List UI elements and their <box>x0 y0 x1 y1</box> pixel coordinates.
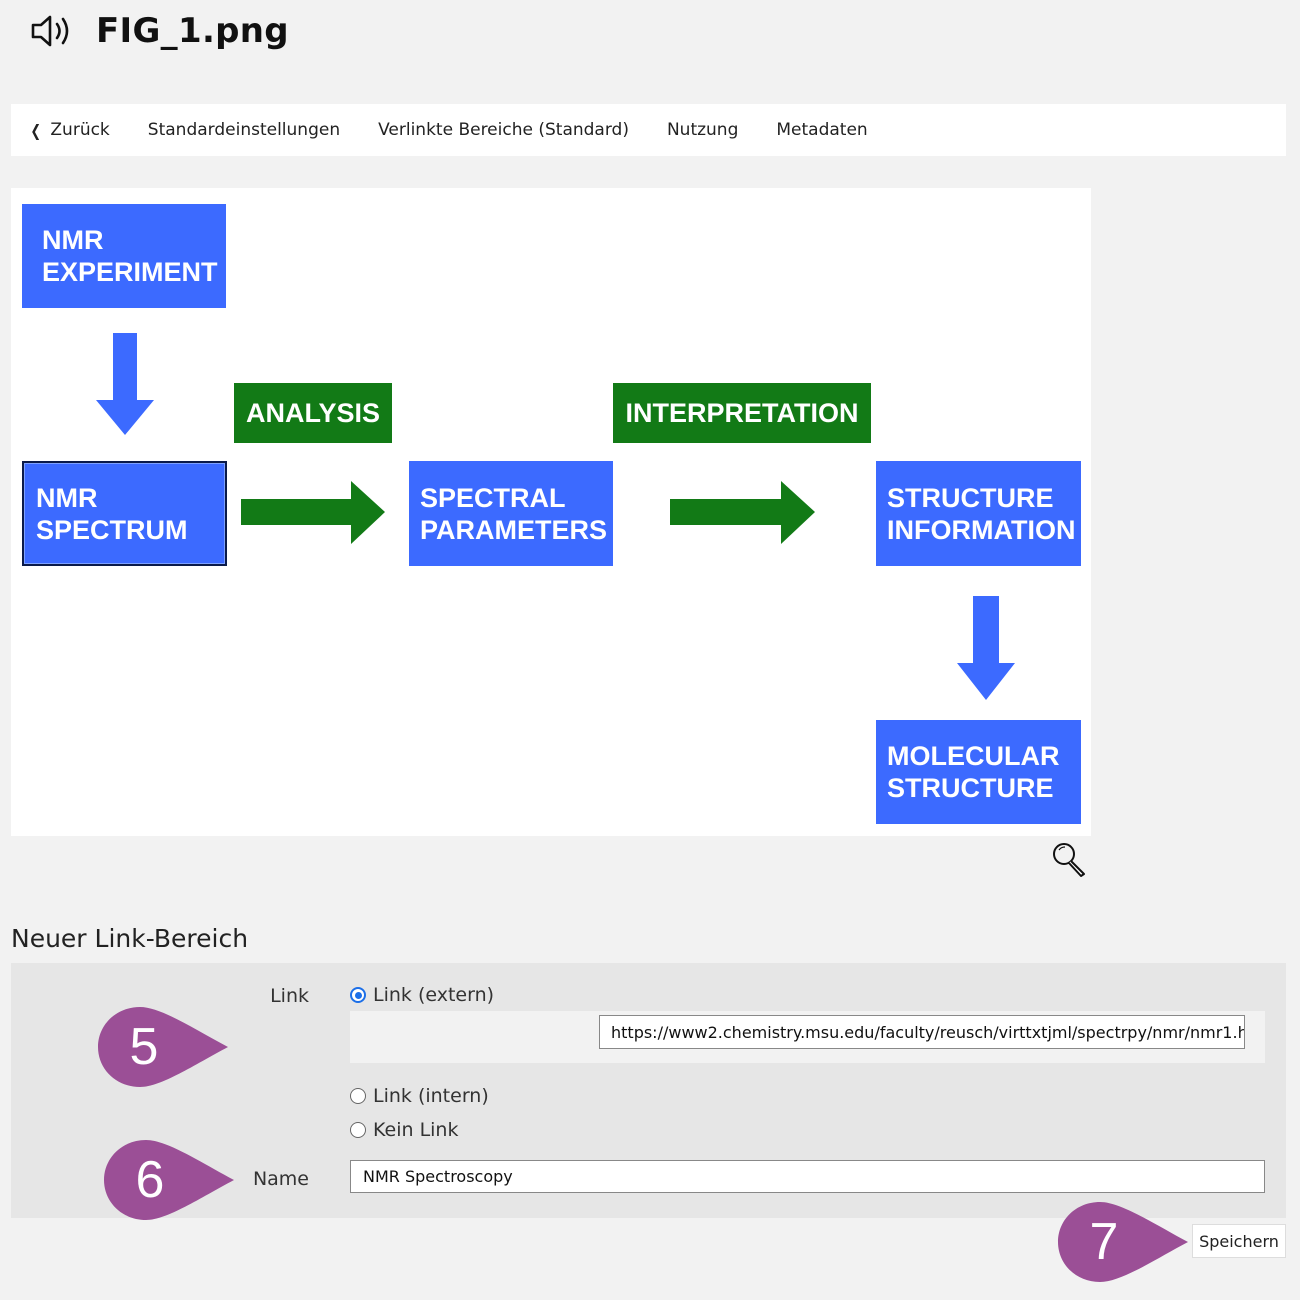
back-label: Zurück <box>50 120 110 140</box>
title-row: FIG_1.png <box>30 6 289 56</box>
url-field-row: https://www2.chemistry.msu.edu/faculty/r… <box>350 1011 1265 1063</box>
magnifier-icon[interactable] <box>1050 840 1090 878</box>
box-text: STRUCTURE <box>887 482 1054 513</box>
box-text: SPECTRUM <box>36 514 188 545</box>
callout-marker-6: 6 <box>102 1138 237 1222</box>
tab-standardeinstellungen[interactable]: Standardeinstellungen <box>147 120 341 140</box>
tab-metadaten[interactable]: Metadaten <box>776 120 868 140</box>
box-text: EXPERIMENT <box>42 257 218 287</box>
name-input[interactable]: NMR Spectroscopy <box>350 1160 1265 1193</box>
back-link[interactable]: ❮ Zurück <box>29 120 110 140</box>
tab-navbar: ❮ Zurück Standardeinstellungen Verlinkte… <box>11 104 1286 156</box>
radio-kein-link[interactable]: Kein Link <box>350 1119 458 1141</box>
box-structure-information: STRUCTURE INFORMATION <box>876 461 1081 566</box>
section-title: Neuer Link-Bereich <box>11 924 249 953</box>
callout-shape <box>98 1007 228 1087</box>
arrow-down-1 <box>96 333 154 435</box>
box-nmr-spectrum: NMR SPECTRUM <box>22 461 227 566</box>
page-title: FIG_1.png <box>96 11 289 51</box>
arrow-down-2 <box>957 596 1015 700</box>
link-form-panel: Link Link (extern) https://www2.chemistr… <box>11 963 1286 1218</box>
radio-button[interactable] <box>350 987 366 1003</box>
tab-nutzung[interactable]: Nutzung <box>666 120 739 140</box>
box-text: NMR <box>42 225 104 255</box>
image-preview[interactable]: NMR EXPERIMENT NMR SPECTRUM ANALYSIS SPE… <box>11 188 1091 836</box>
box-spectral-parameters: SPECTRAL PARAMETERS <box>409 461 613 566</box>
diagram-arrows <box>96 333 1015 700</box>
box-text: SPECTRAL <box>420 482 566 513</box>
radio-link-extern[interactable]: Link (extern) <box>350 984 494 1006</box>
box-analysis: ANALYSIS <box>234 383 392 443</box>
radio-label: Link (intern) <box>373 1085 489 1107</box>
box-nmr-experiment: NMR EXPERIMENT <box>22 204 226 308</box>
box-text: STRUCTURE <box>887 773 1054 803</box>
box-text: PARAMETERS <box>420 514 608 545</box>
arrow-right-2 <box>670 481 815 544</box>
chevron-left-icon: ❮ <box>30 120 42 140</box>
speaker-icon[interactable] <box>30 11 76 51</box>
arrow-right-1 <box>241 481 385 544</box>
callout-number: 7 <box>1089 1213 1119 1271</box>
callout-number: 6 <box>135 1151 165 1209</box>
callout-marker-7: 7 <box>1056 1200 1191 1284</box>
callout-marker-5: 5 <box>96 1005 231 1089</box>
radio-button[interactable] <box>350 1088 366 1104</box>
box-molecular-structure: MOLECULAR STRUCTURE <box>876 720 1081 824</box>
name-label: Name <box>252 1168 309 1190</box>
radio-link-intern[interactable]: Link (intern) <box>350 1085 489 1107</box>
tab-verlinkte-bereiche[interactable]: Verlinkte Bereiche (Standard) <box>378 120 629 140</box>
url-input[interactable]: https://www2.chemistry.msu.edu/faculty/r… <box>599 1015 1245 1049</box>
box-text: INFORMATION <box>887 514 1076 545</box>
box-text: MOLECULAR <box>887 741 1060 771</box>
radio-label: Link (extern) <box>373 984 495 1006</box>
box-interpretation: INTERPRETATION <box>613 383 871 443</box>
radio-label: Kein Link <box>373 1119 459 1141</box>
callout-shape <box>104 1140 234 1220</box>
callout-number: 5 <box>129 1018 159 1076</box>
callout-shape <box>1058 1202 1188 1282</box>
box-text: NMR <box>36 482 98 513</box>
save-button[interactable]: Speichern <box>1192 1224 1286 1258</box>
radio-button[interactable] <box>350 1122 366 1138</box>
link-label: Link <box>270 985 309 1007</box>
